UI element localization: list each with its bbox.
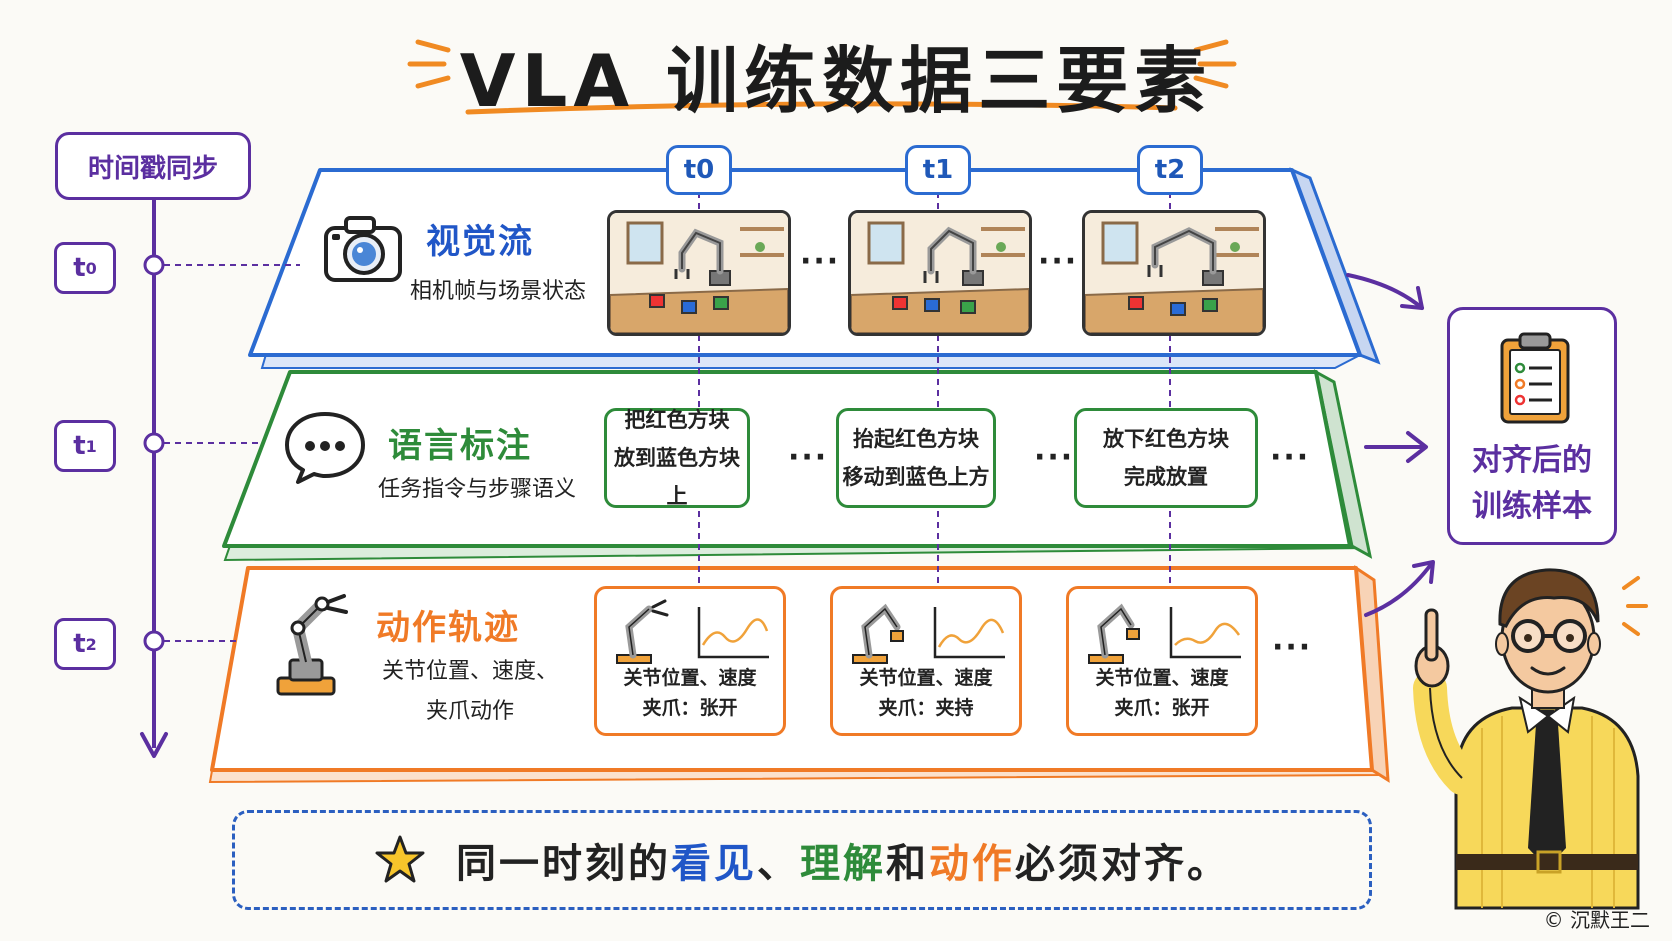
instruction-line: 移动到蓝色上方 bbox=[842, 465, 990, 489]
joint-state-text: 关节位置、速度 bbox=[1095, 667, 1229, 689]
tick-sub: 1 bbox=[85, 436, 97, 456]
tick-sub: 2 bbox=[85, 634, 97, 654]
summary-highlight-understand: 理解 bbox=[800, 841, 886, 887]
ellipsis: ··· bbox=[1034, 440, 1075, 475]
instruction-card-t2: 放下红色方块完成放置 bbox=[1074, 408, 1258, 508]
output-arrows bbox=[1346, 273, 1435, 617]
gripper-state-text: 夹爪：张开 bbox=[1114, 697, 1210, 719]
instruction-line: 放下红色方块 bbox=[1103, 427, 1229, 451]
vision-title: 视觉流 bbox=[426, 222, 534, 262]
instruction-line: 把红色方块 bbox=[624, 408, 730, 432]
action-subtitle-line1: 关节位置、速度、 bbox=[381, 659, 558, 684]
summary-highlight-act: 动作 bbox=[929, 841, 1015, 887]
robot-scene-image bbox=[1085, 213, 1263, 333]
time-label-t0: t0 bbox=[666, 145, 732, 195]
ellipsis: ··· bbox=[788, 440, 829, 475]
summary-conjunction: 和 bbox=[886, 841, 929, 887]
ellipsis: ··· bbox=[1272, 630, 1313, 665]
robot-scene-image bbox=[610, 213, 788, 333]
camera-icon bbox=[324, 216, 402, 282]
scene-frame-t0 bbox=[607, 210, 791, 336]
clipboard-icon bbox=[1500, 332, 1570, 424]
action-card-t2: 关节位置、速度 夹爪：张开 bbox=[1066, 586, 1258, 736]
action-card-t1: 关节位置、速度 夹爪：夹持 bbox=[830, 586, 1022, 736]
time-label-t1: t1 bbox=[905, 145, 971, 195]
summary-text-prefix: 同一时刻的 bbox=[456, 841, 671, 887]
gripper-state-text: 夹爪：夹持 bbox=[878, 697, 974, 719]
trajectory-chart-icon bbox=[1169, 607, 1241, 659]
chat-bubble-icon bbox=[285, 412, 365, 484]
summary-highlight-see: 看见 bbox=[671, 841, 757, 887]
tick-base: t bbox=[73, 431, 86, 461]
result-label: 对齐后的 训练样本 bbox=[1450, 438, 1614, 530]
language-title: 语言标注 bbox=[388, 426, 532, 466]
robot-scene-image bbox=[851, 213, 1029, 333]
action-title: 动作轨迹 bbox=[376, 608, 520, 648]
arm-open-gripper-icon bbox=[1088, 603, 1140, 664]
gripper-state-text: 夹爪：张开 bbox=[642, 697, 738, 719]
summary-separator: 、 bbox=[757, 841, 800, 887]
ellipsis: ··· bbox=[800, 244, 841, 279]
robot-arm-icon bbox=[276, 594, 348, 696]
joint-state-text: 关节位置、速度 bbox=[623, 667, 757, 689]
ellipsis: ··· bbox=[1270, 440, 1311, 475]
language-subtitle: 任务指令与步骤语义 bbox=[377, 477, 576, 502]
trajectory-chart-icon bbox=[933, 607, 1005, 659]
tick-base: t bbox=[73, 629, 86, 659]
result-line: 训练样本 bbox=[1472, 489, 1592, 524]
scene-frame-t2 bbox=[1082, 210, 1266, 336]
instruction-line: 完成放置 bbox=[1124, 465, 1208, 489]
tick-sub: 0 bbox=[85, 258, 97, 278]
arm-open-gripper-icon bbox=[616, 599, 669, 664]
tick-base: t bbox=[73, 253, 86, 283]
vision-subtitle: 相机帧与场景状态 bbox=[409, 279, 586, 304]
title-decoration bbox=[407, 39, 1237, 115]
joint-state-text: 关节位置、速度 bbox=[859, 667, 993, 689]
action-card-t0: 关节位置、速度 夹爪：张开 bbox=[594, 586, 786, 736]
scene-frame-t1 bbox=[848, 210, 1032, 336]
time-label-t2: t2 bbox=[1137, 145, 1203, 195]
presenter-character bbox=[1413, 568, 1648, 910]
language-slab bbox=[222, 369, 1373, 562]
summary-banner: 同一时刻的看见、理解和动作必须对齐。 bbox=[232, 810, 1372, 910]
trajectory-chart-icon bbox=[697, 607, 769, 659]
instruction-line: 抬起红色方块 bbox=[853, 427, 979, 451]
instruction-line: 放到蓝色方块上 bbox=[614, 446, 740, 508]
timeline-arrow bbox=[140, 196, 300, 758]
arm-holding-gripper-icon bbox=[852, 603, 904, 664]
summary-text-suffix: 必须对齐。 bbox=[1015, 841, 1230, 887]
copyright-text: © 沉默王二 bbox=[1543, 908, 1650, 932]
page-title: VLA 训练数据三要素 bbox=[459, 39, 1213, 123]
star-icon bbox=[375, 835, 425, 883]
result-line: 对齐后的 bbox=[1472, 443, 1592, 478]
ellipsis: ··· bbox=[1038, 244, 1079, 279]
instruction-card-t0: 把红色方块放到蓝色方块上 bbox=[604, 408, 750, 508]
instruction-card-t1: 抬起红色方块移动到蓝色上方 bbox=[836, 408, 996, 508]
timeline-header: 时间戳同步 bbox=[55, 132, 251, 200]
aligned-sample-box: 对齐后的 训练样本 bbox=[1447, 307, 1617, 545]
action-subtitle-line2: 夹爪动作 bbox=[425, 699, 514, 724]
